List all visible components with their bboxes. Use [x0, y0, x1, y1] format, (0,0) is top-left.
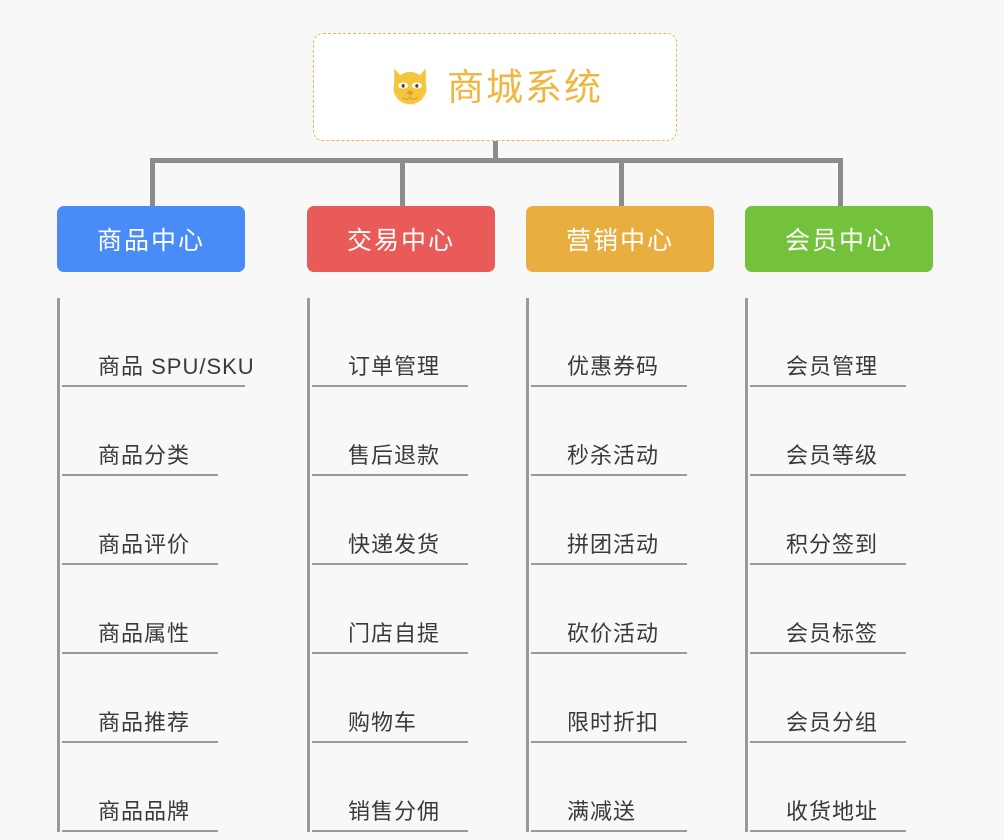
connector-root-stem	[493, 141, 498, 162]
leaf-label: 会员等级	[750, 438, 906, 476]
branch-header-label: 交易中心	[346, 227, 455, 255]
leaf-label: 销售分佣	[312, 794, 468, 832]
list-item[interactable]: 秒杀活动	[531, 387, 714, 476]
list-item[interactable]: 销售分佣	[312, 743, 495, 832]
list-item[interactable]: 商品推荐	[62, 654, 245, 743]
branch-column-marketing-center: 营销中心 优惠券码 秒杀活动 拼团活动 砍价活动 限时折扣 满减送	[526, 206, 714, 832]
dog-face-icon	[393, 68, 427, 107]
connector-drop-branch-4	[838, 158, 843, 206]
leaf-label: 购物车	[312, 705, 468, 743]
branch-column-member-center: 会员中心 会员管理 会员等级 积分签到 会员标签 会员分组 收货地址	[745, 206, 933, 832]
leaf-label: 优惠券码	[531, 349, 687, 387]
list-item[interactable]: 收货地址	[750, 743, 933, 832]
leaf-label: 订单管理	[312, 349, 468, 387]
branch-column-product-center: 商品中心 商品 SPU/SKU 商品分类 商品评价 商品属性 商品推荐 商品品牌	[57, 206, 254, 832]
list-item[interactable]: 会员标签	[750, 565, 933, 654]
leaf-label: 拼团活动	[531, 527, 687, 565]
leaf-label: 门店自提	[312, 616, 468, 654]
connector-drop-branch-2	[400, 158, 405, 206]
list-item[interactable]: 砍价活动	[531, 565, 714, 654]
list-item[interactable]: 积分签到	[750, 476, 933, 565]
leaf-label: 商品品牌	[62, 794, 218, 832]
list-item[interactable]: 门店自提	[312, 565, 495, 654]
branch-items-product-center: 商品 SPU/SKU 商品分类 商品评价 商品属性 商品推荐 商品品牌	[57, 298, 254, 832]
connector-drop-branch-3	[619, 158, 624, 206]
list-item[interactable]: 商品品牌	[62, 743, 245, 832]
list-item[interactable]: 优惠券码	[531, 298, 714, 387]
list-item[interactable]: 购物车	[312, 654, 495, 743]
leaf-label: 快递发货	[312, 527, 468, 565]
list-item[interactable]: 会员等级	[750, 387, 933, 476]
branch-header-label: 会员中心	[784, 227, 893, 255]
list-item[interactable]: 会员管理	[750, 298, 933, 387]
branch-header-product-center[interactable]: 商品中心	[57, 206, 245, 272]
root-node-shopping-mall-system[interactable]: 商城系统	[313, 33, 677, 141]
leaf-label: 会员分组	[750, 705, 906, 743]
list-item[interactable]: 售后退款	[312, 387, 495, 476]
leaf-label: 满减送	[531, 794, 687, 832]
leaf-label: 会员标签	[750, 616, 906, 654]
leaf-label: 秒杀活动	[531, 438, 687, 476]
list-item[interactable]: 商品 SPU/SKU	[62, 298, 254, 387]
leaf-label: 商品推荐	[62, 705, 218, 743]
list-item[interactable]: 满减送	[531, 743, 714, 832]
leaf-label: 商品属性	[62, 616, 218, 654]
list-item[interactable]: 订单管理	[312, 298, 495, 387]
leaf-label: 售后退款	[312, 438, 468, 476]
branch-header-member-center[interactable]: 会员中心	[745, 206, 933, 272]
leaf-label: 砍价活动	[531, 616, 687, 654]
root-node-label: 商城系统	[447, 66, 603, 108]
list-item[interactable]: 拼团活动	[531, 476, 714, 565]
branch-items-marketing-center: 优惠券码 秒杀活动 拼团活动 砍价活动 限时折扣 满减送	[526, 298, 714, 832]
branch-column-trade-center: 交易中心 订单管理 售后退款 快递发货 门店自提 购物车 销售分佣	[307, 206, 495, 832]
list-item[interactable]: 商品分类	[62, 387, 245, 476]
connector-horizontal-bus	[150, 158, 842, 163]
branch-header-marketing-center[interactable]: 营销中心	[526, 206, 714, 272]
branch-items-trade-center: 订单管理 售后退款 快递发货 门店自提 购物车 销售分佣	[307, 298, 495, 832]
branch-items-member-center: 会员管理 会员等级 积分签到 会员标签 会员分组 收货地址	[745, 298, 933, 832]
leaf-label: 商品 SPU/SKU	[62, 349, 254, 387]
leaf-label: 限时折扣	[531, 705, 687, 743]
list-item[interactable]: 限时折扣	[531, 654, 714, 743]
branch-header-label: 营销中心	[565, 227, 674, 255]
leaf-label: 商品分类	[62, 438, 218, 476]
list-item[interactable]: 商品评价	[62, 476, 245, 565]
list-item[interactable]: 快递发货	[312, 476, 495, 565]
leaf-label: 商品评价	[62, 527, 218, 565]
branch-header-trade-center[interactable]: 交易中心	[307, 206, 495, 272]
list-item[interactable]: 会员分组	[750, 654, 933, 743]
leaf-label: 积分签到	[750, 527, 906, 565]
list-item[interactable]: 商品属性	[62, 565, 245, 654]
connector-drop-branch-1	[150, 158, 155, 206]
leaf-label: 收货地址	[750, 794, 906, 832]
branch-header-label: 商品中心	[96, 227, 205, 255]
leaf-label: 会员管理	[750, 349, 906, 387]
